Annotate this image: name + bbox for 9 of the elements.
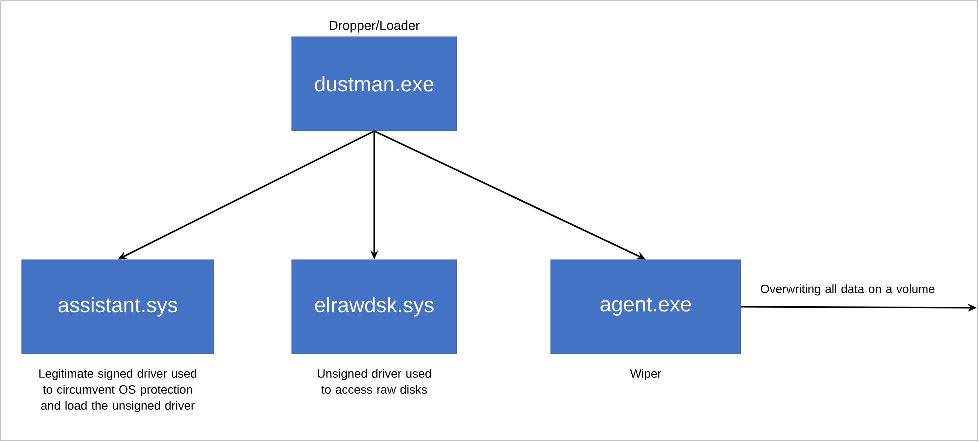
edge-label: Overwriting all data on a volume (761, 284, 935, 296)
process-box: assistant.sys (22, 260, 214, 354)
box-heading: Dropper/Loader (330, 20, 420, 33)
node-caption: Unsigned driver used to access raw disks (318, 369, 432, 394)
node-caption: Wiper (630, 369, 662, 380)
process-box: dustman.exe (292, 36, 458, 132)
node-caption: Legitimate signed driver used to circumvent OS protection and load the unsigned driver (40, 369, 197, 412)
process-box: elrawdsk.sys (292, 260, 458, 354)
process-box: agent.exe (550, 260, 742, 354)
